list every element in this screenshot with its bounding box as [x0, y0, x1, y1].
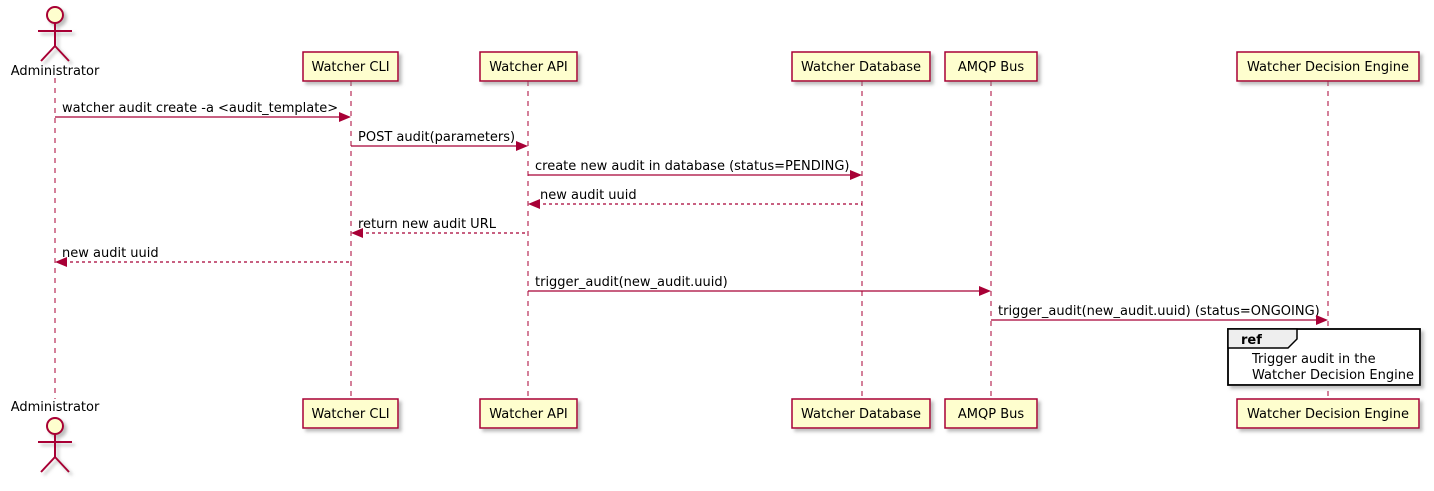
message-audit-create: watcher audit create -a <audit_template> [55, 101, 351, 122]
message-label: POST audit(parameters) [358, 130, 515, 145]
participant-label: Watcher CLI [311, 407, 389, 422]
participant-label: Watcher API [489, 407, 568, 422]
message-return-audit-url: return new audit URL [351, 217, 528, 238]
participant-top-watcher-database: Watcher Database [791, 51, 931, 82]
participant-bottom-watcher-database: Watcher Database [791, 398, 931, 429]
participant-bottom-watcher-api: Watcher API [479, 398, 578, 429]
ref-fragment: ref Trigger audit in the Watcher Decisio… [1227, 328, 1421, 386]
arrowhead-right-icon [979, 286, 991, 296]
message-trigger-audit: trigger_audit(new_audit.uuid) [528, 275, 991, 296]
message-new-audit-uuid-return: new audit uuid [528, 188, 862, 209]
actor-figure-icon [38, 6, 72, 62]
participant-bottom-watcher-decision-engine: Watcher Decision Engine [1236, 398, 1420, 429]
participant-label: AMQP Bus [958, 407, 1024, 422]
message-label: create new audit in database (status=PEN… [535, 159, 850, 174]
participant-label: Watcher Database [801, 60, 921, 75]
message-label: return new audit URL [358, 217, 497, 232]
message-create-audit-db: create new audit in database (status=PEN… [528, 159, 862, 180]
actor-top-label: Administrator [11, 64, 100, 79]
participant-top-watcher-cli: Watcher CLI [302, 51, 399, 82]
participant-label: Watcher API [489, 60, 568, 75]
actor-bottom: Administrator [11, 400, 100, 473]
participant-bottom-watcher-cli: Watcher CLI [302, 398, 399, 429]
message-label: new audit uuid [62, 246, 159, 261]
arrowhead-left-icon [55, 257, 67, 267]
participant-label: AMQP Bus [958, 60, 1024, 75]
message-label: trigger_audit(new_audit.uuid) (status=ON… [998, 304, 1320, 319]
message-trigger-audit-ongoing: trigger_audit(new_audit.uuid) (status=ON… [991, 304, 1328, 325]
message-label: trigger_audit(new_audit.uuid) [535, 275, 728, 290]
participant-bottom-amqp-bus: AMQP Bus [944, 398, 1038, 429]
participant-label: Watcher Database [801, 407, 921, 422]
actor-top: Administrator [11, 6, 100, 79]
message-label: new audit uuid [540, 188, 637, 203]
message-new-audit-uuid-to-admin: new audit uuid [55, 246, 351, 267]
participant-top-watcher-decision-engine: Watcher Decision Engine [1236, 51, 1420, 82]
arrowhead-right-icon [516, 141, 528, 151]
ref-line-2: Watcher Decision Engine [1252, 368, 1414, 383]
arrowhead-left-icon [528, 199, 540, 209]
participant-label: Watcher Decision Engine [1247, 407, 1409, 422]
ref-keyword: ref [1241, 333, 1262, 348]
arrowhead-right-icon [1316, 315, 1328, 325]
arrowhead-right-icon [339, 112, 351, 122]
messages: watcher audit create -a <audit_template>… [55, 101, 1328, 325]
participant-label: Watcher Decision Engine [1247, 60, 1409, 75]
participant-top-amqp-bus: AMQP Bus [944, 51, 1038, 82]
actor-bottom-label: Administrator [11, 400, 100, 415]
lifelines [54, 78, 1329, 399]
participant-label: Watcher CLI [311, 60, 389, 75]
arrowhead-left-icon [351, 228, 363, 238]
ref-pentagon-icon [1227, 328, 1298, 349]
message-label: watcher audit create -a <audit_template> [62, 101, 338, 116]
ref-line-1: Trigger audit in the [1251, 352, 1376, 367]
message-post-audit: POST audit(parameters) [351, 130, 528, 151]
arrowhead-right-icon [850, 170, 862, 180]
participants-top: Watcher CLI Watcher API Watcher Database… [302, 51, 1420, 82]
participant-top-watcher-api: Watcher API [479, 51, 578, 82]
participants-bottom: Watcher CLI Watcher API Watcher Database… [302, 398, 1420, 429]
actor-figure-icon [38, 417, 72, 473]
